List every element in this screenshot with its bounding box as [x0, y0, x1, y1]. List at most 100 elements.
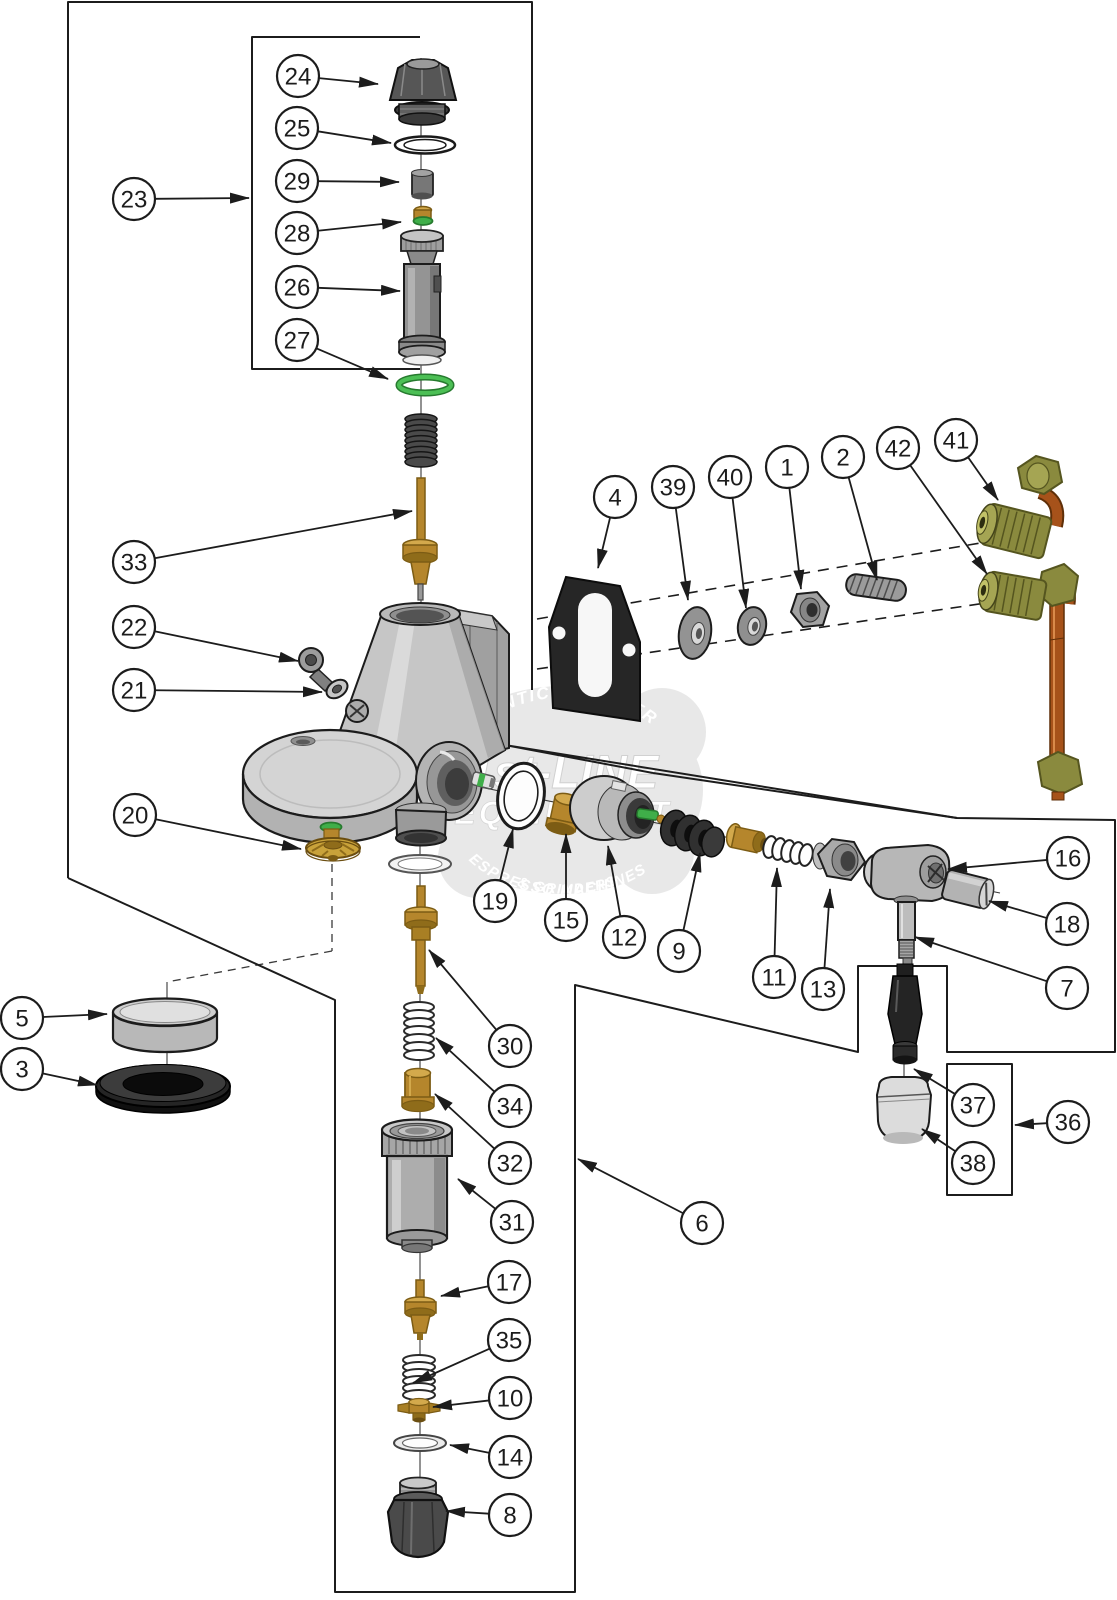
callout-balloon-35: [486, 1317, 532, 1363]
callout-35: 35: [412, 1317, 532, 1384]
callout-number-4: 4: [608, 485, 621, 512]
part-expansion-valve: [404, 1279, 437, 1340]
callout-number-6: 6: [695, 1211, 708, 1238]
callout-15: 15: [543, 833, 589, 943]
callout-leader-24: [318, 76, 379, 88]
part-small-spring: [762, 835, 814, 867]
callout-31: 31: [457, 1178, 535, 1245]
callout-balloon-37: [950, 1082, 996, 1128]
callout-number-9: 9: [672, 939, 685, 966]
callout-8: 8: [445, 1492, 533, 1538]
callout-balloon-18: [1044, 901, 1090, 947]
callout-leader-2: [847, 477, 878, 581]
callout-balloon-27: [274, 317, 320, 363]
callout-number-42: 42: [885, 436, 912, 463]
callout-number-21: 21: [121, 678, 148, 705]
callout-4: 4: [592, 474, 638, 569]
callout-balloon-38: [950, 1140, 996, 1186]
part-drain-knob: [386, 1476, 450, 1559]
callout-leader-20: [155, 818, 302, 851]
callout-number-32: 32: [497, 1151, 524, 1178]
callout-9: 9: [656, 852, 702, 974]
callout-11: 11: [751, 867, 797, 1000]
part-large-washer: [677, 606, 713, 660]
part-small-washer: [736, 606, 768, 646]
callout-42: 42: [875, 425, 988, 575]
part-valve-assembly: [569, 775, 666, 841]
callout-32: 32: [434, 1093, 533, 1186]
part-lower-valve-stem: [404, 885, 438, 994]
callout-leader-7: [914, 936, 1048, 983]
callout-14: 14: [449, 1434, 533, 1480]
callout-balloon-31: [489, 1199, 535, 1245]
part-seal-stack: [659, 809, 726, 858]
part-brass-guide: [725, 822, 768, 854]
subgroup-36-box: [946, 1063, 1013, 1196]
callout-leader-12: [605, 845, 622, 917]
part-green-oring: [395, 373, 455, 397]
part-upper-valve-stem: [402, 477, 438, 601]
callout-7: 7: [914, 936, 1090, 1011]
callout-number-30: 30: [497, 1034, 524, 1061]
callout-40: 40: [707, 454, 753, 609]
callout-balloon-9: [656, 928, 702, 974]
callout-number-11: 11: [762, 965, 787, 992]
callout-leader-19: [499, 828, 514, 881]
callout-number-7: 7: [1060, 976, 1073, 1003]
callout-balloon-4: [592, 474, 638, 520]
callout-number-36: 36: [1055, 1110, 1082, 1137]
part-hex-fitting: [812, 837, 867, 882]
callout-leader-11: [770, 867, 782, 957]
callout-36: 36: [1014, 1099, 1091, 1145]
callout-balloon-22: [111, 604, 157, 650]
callout-number-8: 8: [503, 1503, 516, 1530]
callout-5: 5: [0, 995, 108, 1041]
callout-leader-6: [577, 1158, 684, 1215]
callout-number-17: 17: [496, 1270, 523, 1297]
callout-17: 17: [440, 1259, 532, 1305]
callout-number-20: 20: [122, 803, 149, 830]
callout-6: 6: [577, 1158, 725, 1246]
callout-balloon-3: [0, 1046, 45, 1092]
callout-33: 33: [111, 509, 413, 585]
callout-balloon-30: [487, 1023, 533, 1069]
callout-23: 23: [111, 176, 250, 222]
callout-balloon-23: [111, 176, 157, 222]
callout-balloon-28: [274, 210, 320, 256]
part-upper-spring: [404, 413, 438, 468]
callout-24: 24: [275, 53, 379, 99]
part-cylinder-housing: [380, 1118, 454, 1254]
callout-leader-38: [921, 1128, 957, 1153]
callout-3: 3: [0, 1046, 98, 1092]
part-flange-gasket: [547, 575, 641, 723]
callout-leader-10: [432, 1399, 490, 1411]
callout-leader-16: [947, 859, 1048, 873]
callout-balloon-8: [487, 1492, 533, 1538]
callout-leader-3: [42, 1072, 98, 1087]
callout-balloon-6: [679, 1200, 725, 1246]
part-hex-nut: [789, 590, 831, 629]
part-socket-screw: [298, 647, 335, 693]
callout-balloon-32: [487, 1140, 533, 1186]
callout-41: 41: [933, 417, 999, 501]
part-top-cap-nut: [388, 58, 458, 126]
callout-number-2: 2: [836, 445, 849, 472]
part-group-oring: [496, 761, 546, 831]
callout-12: 12: [601, 845, 647, 960]
callout-20: 20: [112, 792, 302, 851]
callout-number-22: 22: [121, 615, 148, 642]
callout-number-27: 27: [284, 328, 311, 355]
callout-number-24: 24: [285, 64, 312, 91]
part-cap-oring: [393, 135, 457, 155]
callout-leader-41: [967, 456, 999, 501]
part-group-gasket-ring: [95, 1064, 231, 1114]
callout-30: 30: [428, 949, 533, 1069]
callout-26: 26: [274, 264, 401, 310]
callout-27: 27: [274, 317, 389, 380]
callout-leader-39: [674, 507, 691, 601]
callout-number-5: 5: [15, 1006, 28, 1033]
callout-balloon-1: [764, 444, 810, 490]
part-elbow-union: [863, 843, 952, 905]
callout-25: 25: [274, 105, 392, 151]
